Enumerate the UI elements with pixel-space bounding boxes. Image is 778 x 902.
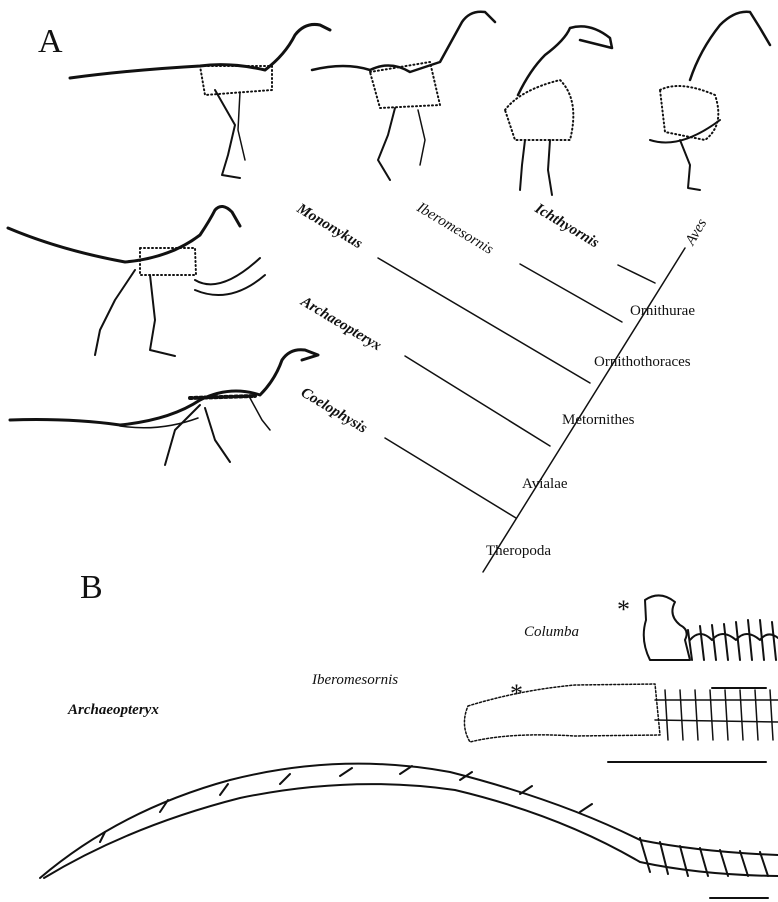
label-iberomesornis-tail: Iberomesornis [311, 672, 398, 688]
panel-b-label: B [80, 569, 103, 606]
asterisk-columba: * [617, 595, 630, 624]
node-label-ornithurae: Ornithurae [630, 303, 695, 319]
node-label-ornithothoraces: Ornithothoraces [594, 354, 691, 370]
iberomesornis-skeleton [312, 12, 495, 180]
taxon-label-coelophysis: Coelophysis [298, 385, 370, 437]
branch-archaeopteryx [405, 356, 550, 446]
branch-coelophysis [385, 438, 516, 518]
archaeopteryx-skeleton [70, 24, 330, 178]
node-label-avialae: Avialae [522, 476, 568, 492]
taxon-label-archaeopteryx: Archaeopteryx [297, 293, 384, 354]
label-columba: Columba [524, 624, 579, 640]
cladogram-main-axis [483, 248, 685, 572]
taxon-label-ichthyornis: Ichthyornis [531, 200, 602, 251]
panel-a-label: A [38, 23, 63, 60]
label-archaeopteryx-tail: Archaeopteryx [67, 702, 159, 718]
ichthyornis-skeleton [505, 26, 612, 195]
mononykus-skeleton [8, 206, 265, 356]
branch-ichthyornis [618, 265, 655, 283]
coelophysis-skeleton [10, 350, 318, 465]
taxon-label-iberomesornis: Iberomesornis [413, 199, 496, 258]
aves-skeleton [650, 12, 770, 190]
taxon-label-aves: Aves [682, 216, 710, 249]
cladogram [378, 248, 685, 572]
branch-mononykus [378, 258, 590, 383]
taxon-label-mononykus: Mononykus [293, 200, 365, 252]
node-label-theropoda: Theropoda [486, 543, 551, 559]
node-label-metornithes: Metornithes [562, 412, 635, 428]
archaeopteryx-tail-illustration [40, 764, 778, 878]
branch-iberomesornis [520, 264, 622, 322]
columba-tail-illustration [644, 595, 778, 660]
